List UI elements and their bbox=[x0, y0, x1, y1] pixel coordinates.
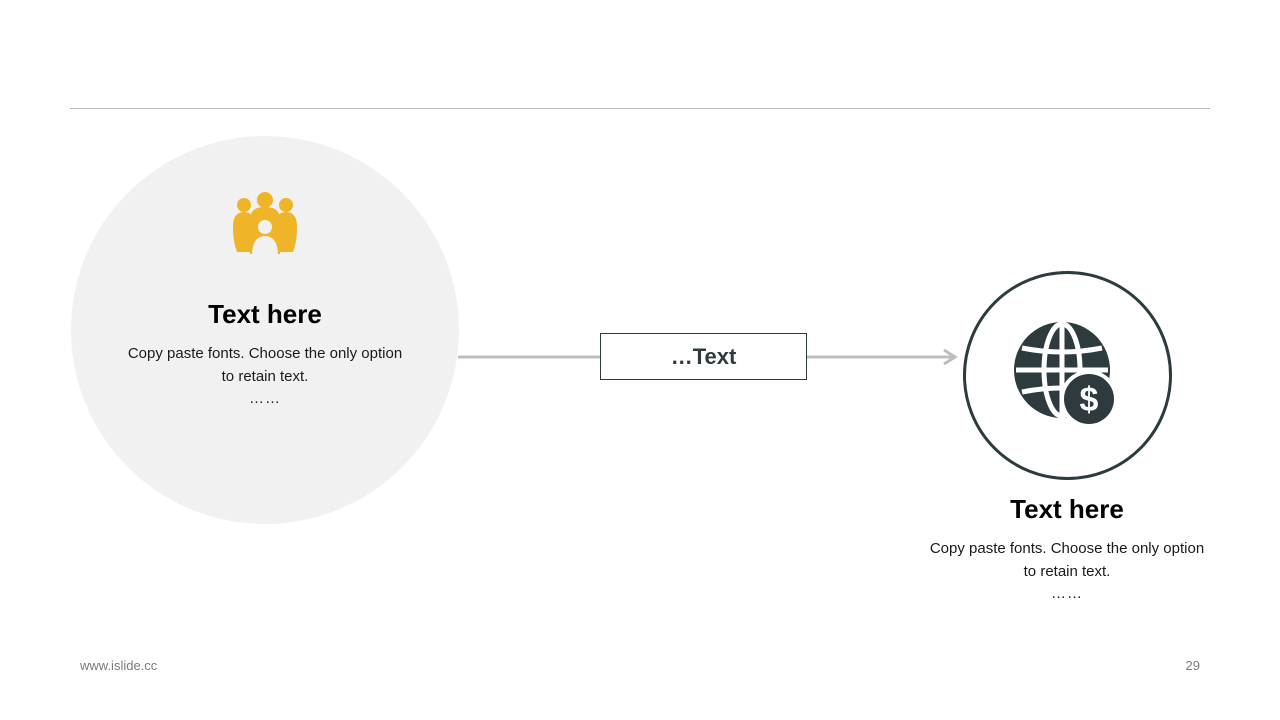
connector-label-box: …Text bbox=[600, 333, 807, 380]
right-block-title: Text here bbox=[1010, 494, 1124, 524]
left-block-ellipsis: …… bbox=[249, 390, 281, 407]
footer-url: www.islide.cc bbox=[80, 658, 158, 673]
right-block-body: Copy paste fonts. Choose the only option… bbox=[929, 540, 1205, 580]
svg-text:$: $ bbox=[1080, 381, 1099, 419]
top-divider bbox=[70, 108, 1210, 109]
page-number: 29 bbox=[1185, 658, 1200, 673]
left-block-body: Copy paste fonts. Choose the only option… bbox=[127, 345, 403, 385]
people-group-icon bbox=[233, 192, 297, 256]
connector-label: …Text bbox=[670, 343, 737, 369]
right-block-ellipsis: …… bbox=[1051, 585, 1083, 602]
globe-dollar-icon: $ bbox=[1014, 322, 1118, 428]
left-block-title: Text here bbox=[208, 299, 322, 329]
